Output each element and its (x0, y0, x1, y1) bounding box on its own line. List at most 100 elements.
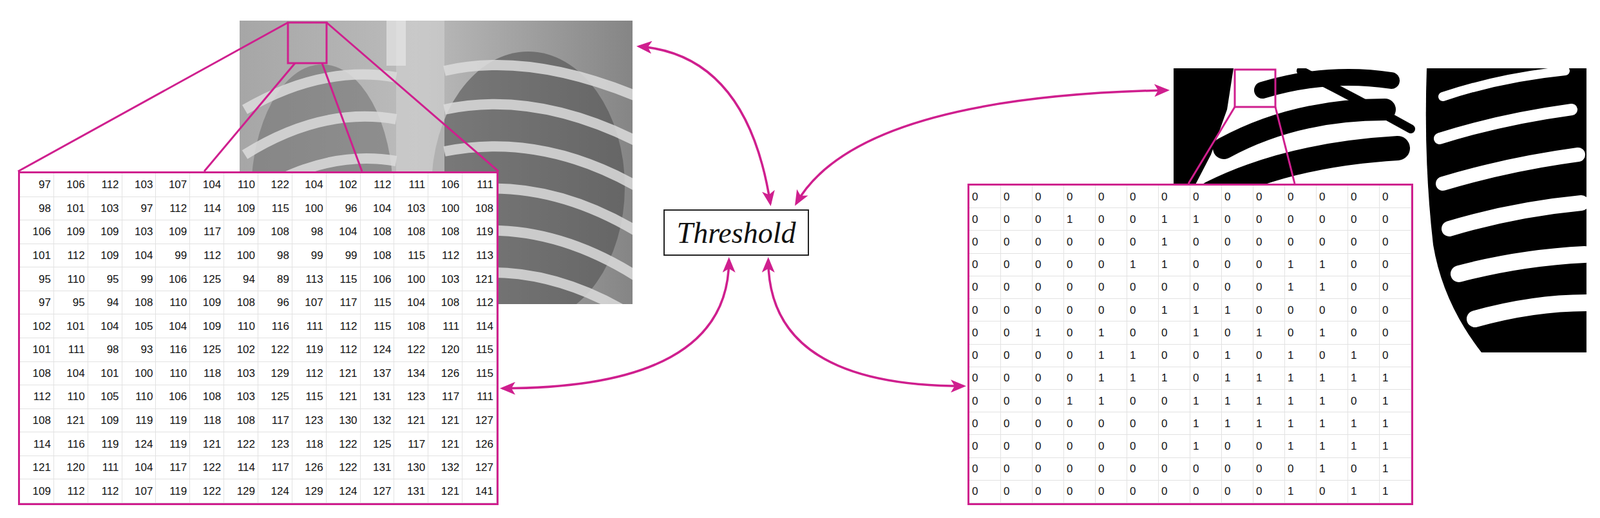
table-cell: 0 (1221, 457, 1254, 481)
table-cell: 0 (1000, 253, 1033, 277)
table-cell: 108 (462, 197, 497, 221)
table-cell: 0 (1158, 480, 1191, 504)
table-cell: 99 (122, 267, 157, 292)
table-cell: 1 (1221, 412, 1254, 435)
table-cell: 0 (1253, 185, 1286, 209)
table-cell: 0 (1316, 298, 1349, 322)
table-cell: 121 (54, 409, 89, 433)
table-cell: 0 (1032, 367, 1065, 390)
table-cell: 0 (1221, 321, 1254, 344)
table-cell: 123 (292, 409, 327, 433)
table-cell: 0 (1253, 344, 1286, 368)
table-cell: 122 (190, 456, 225, 480)
table-cell: 0 (1127, 321, 1159, 344)
rib (244, 116, 397, 155)
table-cell: 1 (1285, 367, 1317, 390)
white-rib (1442, 154, 1579, 184)
table-cell: 118 (190, 409, 225, 433)
table-cell: 112 (155, 197, 191, 221)
table-cell: 109 (88, 409, 123, 433)
table-cell: 119 (155, 432, 191, 457)
table-cell: 1 (1253, 412, 1286, 435)
process-box: Threshold (663, 209, 810, 256)
table-cell: 119 (88, 432, 123, 457)
table-cell: 110 (54, 385, 89, 410)
table-cell: 106 (19, 220, 55, 245)
table-cell: 93 (122, 338, 157, 362)
table-cell: 1 (1285, 389, 1317, 413)
table-cell: 108 (224, 291, 259, 315)
table-cell: 0 (1221, 434, 1254, 458)
table-cell: 121 (326, 361, 361, 386)
table-cell: 119 (292, 338, 327, 362)
table-cell: 1 (1190, 412, 1222, 435)
table-cell: 122 (326, 456, 361, 480)
table-cell: 1 (1158, 253, 1191, 277)
table-cell: 100 (292, 197, 327, 221)
table-cell: 97 (19, 173, 55, 198)
table-cell: 112 (292, 361, 327, 386)
table-cell: 108 (19, 361, 55, 386)
table-cell: 0 (1379, 253, 1412, 277)
table-cell: 0 (969, 434, 1001, 458)
table-cell: 103 (428, 267, 463, 292)
table-cell: 100 (428, 197, 463, 221)
table-cell: 0 (969, 457, 1001, 481)
table-cell: 0 (1158, 457, 1191, 481)
trachea (386, 20, 406, 66)
table-cell: 0 (1032, 480, 1065, 504)
table-cell: 0 (1000, 276, 1033, 299)
table-cell: 122 (394, 338, 429, 362)
table-cell: 113 (462, 244, 497, 268)
table-cell: 0 (1316, 480, 1349, 504)
white-rib (1449, 202, 1582, 229)
table-cell: 121 (462, 267, 497, 292)
table-cell: 112 (360, 173, 395, 198)
table-cell: 0 (1000, 208, 1033, 231)
table-cell: 0 (1348, 276, 1380, 299)
table-cell: 104 (360, 197, 395, 221)
table-cell: 0 (1064, 412, 1096, 435)
table-cell: 1 (1379, 434, 1412, 458)
table-cell: 0 (1064, 434, 1096, 458)
table-cell: 106 (54, 173, 89, 198)
table-cell: 1 (1285, 434, 1317, 458)
table-cell: 0 (1253, 298, 1286, 322)
table-cell: 1 (1379, 480, 1412, 504)
table-cell: 101 (54, 314, 89, 339)
table-cell: 99 (155, 244, 191, 268)
table-cell: 0 (1095, 253, 1128, 277)
table-cell: 1 (1127, 344, 1159, 368)
table-cell: 115 (462, 361, 497, 386)
table-cell: 109 (190, 314, 225, 339)
table-cell: 112 (428, 244, 463, 268)
zoom-box (287, 22, 327, 64)
table-cell: 110 (155, 291, 191, 315)
table-cell: 112 (19, 385, 55, 410)
table-cell: 123 (394, 385, 429, 410)
black-bands (1210, 70, 1411, 194)
table-cell: 0 (1285, 230, 1317, 254)
table-cell: 121 (190, 432, 225, 457)
black-band (1301, 70, 1411, 129)
table-cell: 108 (360, 244, 395, 268)
table-cell: 0 (1000, 185, 1033, 209)
table-cell: 0 (1190, 276, 1222, 299)
table-cell: 0 (1190, 230, 1222, 254)
table-cell: 0 (1379, 276, 1412, 299)
table-cell: 121 (428, 479, 463, 504)
table-cell: 95 (88, 267, 123, 292)
table-cell: 1 (1158, 367, 1191, 390)
table-cell: 0 (1127, 412, 1159, 435)
zoom-line (326, 22, 499, 172)
table-cell: 111 (88, 456, 123, 480)
table-cell: 0 (1000, 367, 1033, 390)
rib (444, 104, 633, 142)
table-cell: 109 (190, 291, 225, 315)
table-cell: 0 (1190, 344, 1222, 368)
table-cell: 115 (360, 314, 395, 339)
table-cell: 95 (54, 291, 89, 315)
table-cell: 129 (224, 479, 259, 504)
table-cell: 0 (1221, 253, 1254, 277)
